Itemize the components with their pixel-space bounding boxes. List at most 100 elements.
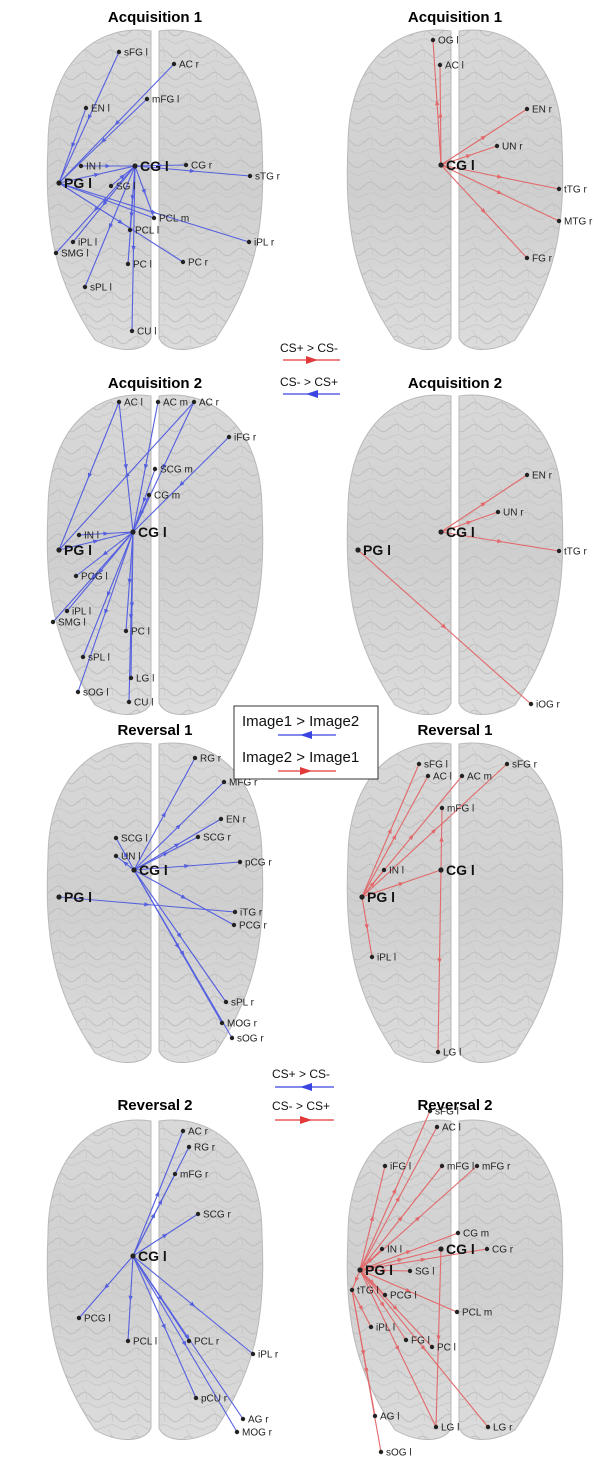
region-node <box>404 1338 408 1342</box>
region-node <box>370 955 374 959</box>
region-label: CG l <box>138 1248 167 1264</box>
region-node <box>383 1293 387 1297</box>
region-node <box>156 400 160 404</box>
region-node <box>181 260 185 264</box>
region-label: PG l <box>365 1262 393 1278</box>
region-node <box>71 240 75 244</box>
region-label: iPL r <box>254 238 275 249</box>
region-node <box>350 1288 354 1292</box>
region-label: sOG l <box>83 688 109 699</box>
panel-title: Reversal 1 <box>117 722 192 739</box>
region-node <box>428 1109 432 1113</box>
region-node <box>193 756 197 760</box>
panel-title: Reversal 1 <box>417 722 492 739</box>
region-label: mFG r <box>482 1162 511 1173</box>
region-label: mFG l <box>447 1162 474 1173</box>
region-node <box>219 817 223 821</box>
region-node <box>109 184 113 188</box>
region-node <box>56 894 61 899</box>
region-label: MOG r <box>242 1428 273 1439</box>
region-label: CG m <box>154 491 180 502</box>
region-label: PCG l <box>81 572 108 583</box>
region-node <box>359 894 364 899</box>
region-label: CG r <box>191 161 213 172</box>
legend-top-red-label: CS+ > CS- <box>280 341 338 355</box>
region-label: AC l <box>442 1123 461 1134</box>
region-node <box>496 510 500 514</box>
region-label: AG l <box>380 1412 399 1423</box>
region-label: SMG l <box>61 249 89 260</box>
region-node <box>430 1345 434 1349</box>
region-node <box>431 38 435 42</box>
region-label: FG l <box>411 1336 430 1347</box>
region-label: EN l <box>91 104 110 115</box>
region-label: AC l <box>433 772 452 783</box>
region-label: LG l <box>441 1423 459 1434</box>
region-label: CG l <box>446 1241 475 1257</box>
region-node <box>241 1417 245 1421</box>
region-label: mFG r <box>180 1170 209 1181</box>
region-node <box>438 162 443 167</box>
legend-middle: Image1 > Image2 Image2 > Image1 <box>234 706 378 779</box>
right-hemisphere-gyri <box>459 743 563 1063</box>
region-node <box>475 1164 479 1168</box>
region-label: tTG r <box>564 185 587 196</box>
region-node <box>114 836 118 840</box>
region-node <box>83 285 87 289</box>
region-label: AG r <box>248 1415 269 1426</box>
region-node <box>77 1316 81 1320</box>
region-label: PC l <box>437 1343 456 1354</box>
region-label: UN r <box>502 142 523 153</box>
legend-middle-red-label: Image2 > Image1 <box>242 749 359 766</box>
region-node <box>130 1253 135 1258</box>
region-label: CG l <box>139 862 168 878</box>
region-node <box>117 50 121 54</box>
region-node <box>495 144 499 148</box>
region-node <box>369 1325 373 1329</box>
region-node <box>460 774 464 778</box>
region-label: SCG r <box>203 833 231 844</box>
panel-title: Reversal 2 <box>117 1097 192 1114</box>
region-node <box>438 529 443 534</box>
region-node <box>485 1247 489 1251</box>
region-label: AC r <box>179 60 200 71</box>
region-node <box>192 400 196 404</box>
region-label: PC r <box>188 258 209 269</box>
region-node <box>126 1339 130 1343</box>
region-node <box>130 329 134 333</box>
region-label: IN l <box>84 531 99 542</box>
region-node <box>81 655 85 659</box>
region-label: IN l <box>86 162 101 173</box>
region-node <box>132 163 137 168</box>
region-label: SCG l <box>121 834 148 845</box>
region-label: sFG l <box>124 48 148 59</box>
region-label: sTG r <box>255 172 281 183</box>
region-label: EN r <box>226 815 247 826</box>
left-hemisphere-gyri <box>47 743 151 1063</box>
legend-middle-blue-label: Image1 > Image2 <box>242 713 359 730</box>
region-node <box>173 1172 177 1176</box>
legend-top: CS+ > CS- CS- > CS+ <box>280 341 340 398</box>
region-label: CG l <box>446 862 475 878</box>
region-label: sOG l <box>386 1448 412 1459</box>
region-label: PC l <box>133 260 152 271</box>
region-label: iPL l <box>72 607 91 618</box>
region-label: SCG m <box>160 465 193 476</box>
region-node <box>417 762 421 766</box>
region-node <box>434 1425 438 1429</box>
region-label: CG l <box>446 157 475 173</box>
region-node <box>114 854 118 858</box>
region-node <box>383 1164 387 1168</box>
region-node <box>232 923 236 927</box>
region-node <box>557 219 561 223</box>
right-hemisphere-gyri <box>459 30 563 350</box>
region-label: CG l <box>140 158 169 174</box>
region-label: AC l <box>124 398 143 409</box>
brain-p7 <box>47 1120 263 1440</box>
region-node <box>525 256 529 260</box>
region-label: AC r <box>188 1127 209 1138</box>
region-label: PCL l <box>135 226 159 237</box>
region-node <box>126 262 130 266</box>
region-label: CU l <box>137 327 156 338</box>
legend-bottom-red-label: CS- > CS+ <box>272 1099 330 1113</box>
